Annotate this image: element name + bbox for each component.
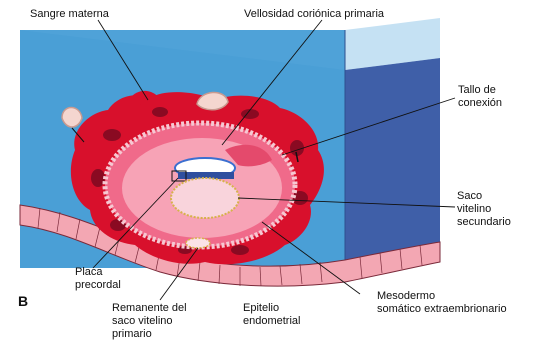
secondary-yolk-sac [171,178,239,218]
panel-letter: B [18,293,28,309]
label-vellosidad: Vellosidad coriónica primaria [244,8,384,21]
endometrium-block-side [345,58,440,268]
label-placa: Placa precordal [75,266,121,292]
primary-yolk-sac-remnant [186,238,210,248]
label-epitelio: Epitelio endometrial [243,302,300,328]
label-remanente: Remanente del saco vitelino primario [112,302,187,341]
label-saco-secundario: Saco vitelino secundario [457,190,511,229]
label-mesodermo: Mesodermo somático extraembrionario [377,290,535,316]
label-tallo: Tallo de conexión [458,84,502,110]
label-sangre-materna: Sangre materna [30,8,109,21]
